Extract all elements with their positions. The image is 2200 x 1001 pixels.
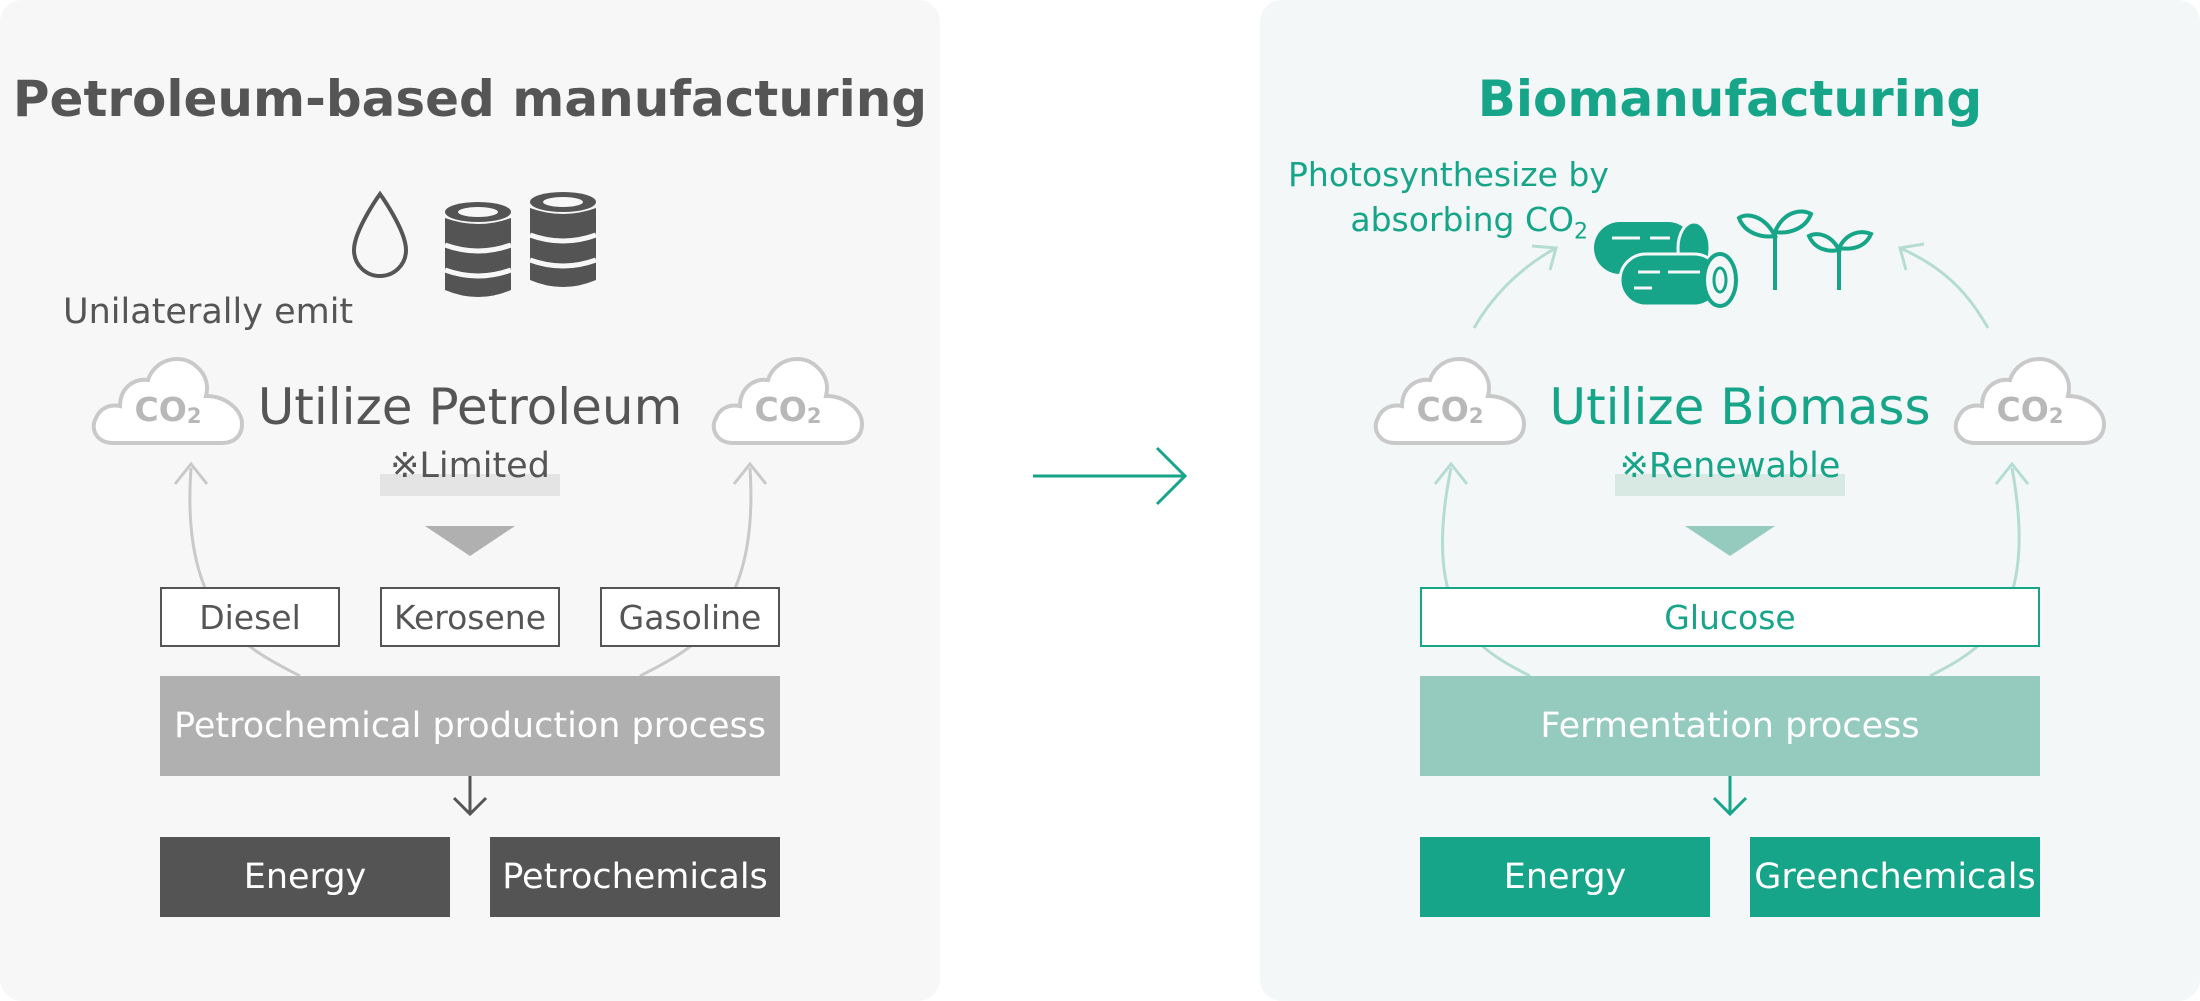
carbon-cycle-arrows [1433,242,2030,817]
product-box-gasoline: Gasoline [600,587,780,647]
photosynthesis-label: Photosynthesize by absorbing CO2 [1288,152,1609,255]
utilize-biomass: Utilize Biomass [1549,378,1931,436]
emission-arrows [173,461,768,817]
petroleum-title: Petroleum-based manufacturing [12,70,928,128]
cloud-icon [711,356,865,445]
output-greenchemicals-box: Greenchemicals [1750,837,2040,917]
sprout-icon [1806,230,1874,290]
oil-drop-icon [351,190,409,279]
cloud-icon [91,356,245,445]
glucose-box: Glucose [1420,587,2040,647]
photosynthesis-line1: Photosynthesize by [1288,155,1609,194]
down-triangle-icon [1685,526,1775,556]
co2-label-left: CO2 [1416,390,1484,429]
oil-barrel-icon [529,192,597,287]
right-arrow-icon [1033,446,1188,506]
output-energy-box: Energy [160,837,450,917]
logs-icon [1594,220,1738,308]
product-box-kerosene: Kerosene [380,587,560,647]
utilize-petroleum: Utilize Petroleum [257,378,683,436]
cloud-icon [1953,356,2107,445]
emit-label: Unilaterally emit [63,292,354,332]
output-energy-box: Energy [1420,837,1710,917]
oil-barrel-icon [444,202,512,297]
co2-label-left: CO2 [134,390,202,429]
note-highlight [380,474,560,496]
petroleum-panel: Petroleum-based manufacturing Unilateral… [0,0,940,1001]
note-highlight [1615,474,1845,496]
product-box-diesel: Diesel [160,587,340,647]
cloud-icon [1373,356,1527,445]
renewable-note: ※Renewable [1619,446,1841,486]
co2-label-right: CO2 [1996,390,2064,429]
limited-note: ※Limited [390,446,550,486]
output-petrochemicals-box: Petrochemicals [490,837,780,917]
petrochemical-process-box: Petrochemical production process [160,676,780,776]
down-triangle-icon [425,526,515,556]
sprout-icon [1736,209,1814,290]
photosynthesis-line2: absorbing CO2 [1350,200,1588,245]
co2-label-right: CO2 [754,390,822,429]
biomanufacturing-panel: Biomanufacturing Photosynthesize by abso… [1260,0,2200,1001]
biomanufacturing-title: Biomanufacturing [1477,70,1983,128]
fermentation-process-box: Fermentation process [1420,676,2040,776]
